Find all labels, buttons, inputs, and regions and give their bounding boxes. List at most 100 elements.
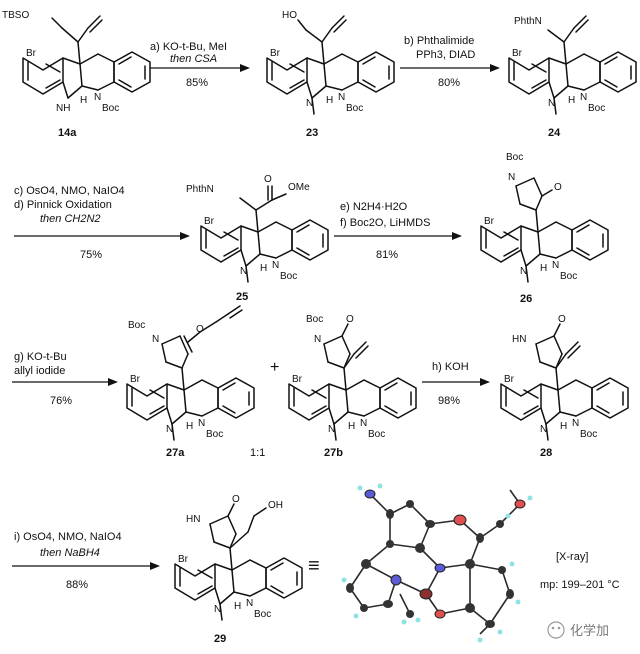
compound-26: Boc N O Br N H N Boc 26 <box>480 152 609 305</box>
step-i-yield: 88% <box>66 579 88 591</box>
n-label: N <box>306 98 313 109</box>
step-g-reagents: g) KO-t-Bu <box>14 351 67 363</box>
step-i-reagents: i) OsO4, NMO, NaIO4 <box>14 531 122 543</box>
n-label: N <box>272 260 279 271</box>
step-g-yield: 76% <box>50 395 72 407</box>
boc-label: Boc <box>306 314 323 325</box>
compound-label: 29 <box>214 633 226 645</box>
br-label: Br <box>26 48 37 59</box>
boc-label: Boc <box>560 271 577 282</box>
plus-sign: + <box>270 359 279 376</box>
h-label: H <box>326 95 333 106</box>
step-a-reagents: a) KO-t-Bu, MeI <box>150 41 227 53</box>
n-label: N <box>152 334 159 345</box>
xray-structure <box>341 483 533 643</box>
xray-label: [X-ray] <box>556 551 588 563</box>
n-label: N <box>580 92 587 103</box>
compound-label: 27a <box>166 447 185 459</box>
br-label: Br <box>512 48 523 59</box>
o-label: O <box>558 314 566 325</box>
n-label: N <box>520 266 527 277</box>
equivalence-sign: ≡ <box>308 555 320 577</box>
h-label: H <box>348 421 355 432</box>
compound-14a: TBSO Br NH N H Boc 14a <box>2 10 151 139</box>
n-label: N <box>198 418 205 429</box>
n-label: N <box>314 334 321 345</box>
compound-label: 23 <box>306 127 318 139</box>
compound-28: HN O Br N H N Boc 28 <box>500 314 629 459</box>
o-label: O <box>554 182 562 193</box>
ratio-label: 1:1 <box>250 447 265 459</box>
step-ef-reagents-2: f) Boc2O, LiHMDS <box>340 217 430 229</box>
br-label: Br <box>292 374 303 385</box>
hn-label: HN <box>512 334 526 345</box>
n-label: N <box>214 604 221 615</box>
o-label: O <box>232 494 240 505</box>
oh-label: OH <box>268 500 283 511</box>
compound-25: PhthN O OMe Br N H N Boc 25 <box>186 174 329 303</box>
watermark-text: 化学加 <box>570 623 609 639</box>
n-label: N <box>552 260 559 271</box>
step-cd-reagents-2: d) Pinnick Oxidation <box>14 199 112 211</box>
step-cd-arrow: c) OsO4, NMO, NaIO4 d) Pinnick Oxidation… <box>14 185 190 261</box>
n-label: N <box>240 266 247 277</box>
step-ef-yield: 81% <box>376 249 398 261</box>
boc-label: Boc <box>588 103 605 114</box>
br-label: Br <box>178 554 189 565</box>
step-ef-reagents: e) N2H4·H2O <box>340 201 408 213</box>
boc-label: Boc <box>580 429 597 440</box>
hn-label: HN <box>186 514 200 525</box>
step-cd-reagents: c) OsO4, NMO, NaIO4 <box>14 185 125 197</box>
step-cd-reagents-3: then CH2N2 <box>40 213 101 225</box>
step-a-arrow: a) KO-t-Bu, MeI then CSA 85% <box>150 41 250 89</box>
step-i-arrow: i) OsO4, NMO, NaIO4 then NaBH4 88% <box>12 531 160 591</box>
wechat-icon <box>547 621 565 639</box>
compound-27a: Boc N O Br N H N Boc 27a <box>126 305 255 459</box>
tbso-label: TBSO <box>2 10 29 21</box>
step-a-reagents-2: then CSA <box>170 53 217 65</box>
o-label: O <box>264 174 272 185</box>
br-label: Br <box>270 48 281 59</box>
h-label: H <box>260 263 267 274</box>
step-h-arrow: h) KOH 98% <box>422 361 490 407</box>
br-label: Br <box>204 216 215 227</box>
boc-label: Boc <box>254 609 271 620</box>
n-label: N <box>572 418 579 429</box>
h-label: H <box>186 421 193 432</box>
compound-label: 25 <box>236 291 248 303</box>
step-b-arrow: b) Phthalimide PPh3, DIAD 80% <box>400 35 500 89</box>
step-ef-arrow: e) N2H4·H2O f) Boc2O, LiHMDS 81% <box>334 201 462 261</box>
phthn-label: PhthN <box>514 16 542 27</box>
boc-label: Boc <box>506 152 523 163</box>
boc-label: Boc <box>346 103 363 114</box>
step-i-reagents-2: then NaBH4 <box>40 547 100 559</box>
o-label: O <box>196 324 204 335</box>
step-a-yield: 85% <box>186 77 208 89</box>
compound-27b: Boc N O Br N H N Boc 27b <box>288 314 417 459</box>
br-label: Br <box>504 374 515 385</box>
compound-label: 28 <box>540 447 552 459</box>
n-label: N <box>166 424 173 435</box>
step-cd-yield: 75% <box>80 249 102 261</box>
br-label: Br <box>130 374 141 385</box>
step-g-arrow: g) KO-t-Bu allyl iodide 76% <box>12 351 118 407</box>
step-b-reagents: b) Phthalimide <box>404 35 474 47</box>
n-label: N <box>338 92 345 103</box>
melting-point: mp: 199–201 °C <box>540 579 620 591</box>
phthn-label: PhthN <box>186 184 214 195</box>
n-label: N <box>548 98 555 109</box>
boc-label: Boc <box>368 429 385 440</box>
boc-label: Boc <box>102 103 119 114</box>
h-label: H <box>540 263 547 274</box>
n-label: N <box>508 172 515 183</box>
step-b-yield: 80% <box>438 77 460 89</box>
ho-label: HO <box>282 10 297 21</box>
h-label: H <box>568 95 575 106</box>
boc-label: Boc <box>206 429 223 440</box>
h-label: H <box>234 601 241 612</box>
br-label: Br <box>484 216 495 227</box>
o-label: O <box>346 314 354 325</box>
step-g-reagents-2: allyl iodide <box>14 365 65 377</box>
boc-label: Boc <box>128 320 145 331</box>
